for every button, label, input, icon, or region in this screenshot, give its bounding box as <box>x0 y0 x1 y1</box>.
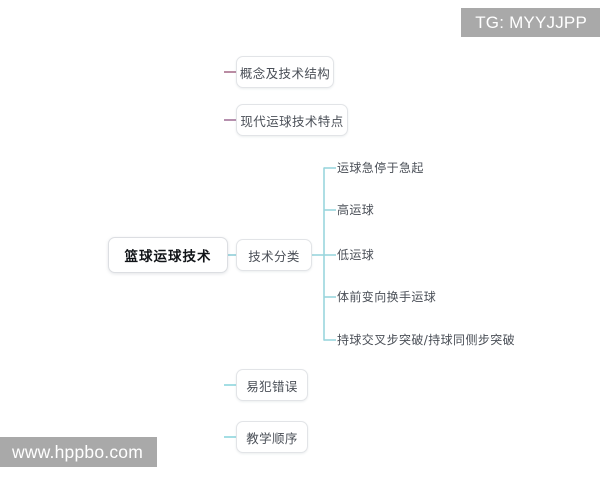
mindmap-node-technique-classification[interactable]: 技术分类 <box>236 239 312 271</box>
mindmap-leaf-label: 低运球 <box>337 248 375 262</box>
mindmap-node-modern-features[interactable]: 现代运球技术特点 <box>236 104 348 136</box>
mindmap-leaf-crossover-same-side-drive[interactable]: 持球交叉步突破/持球同侧步突破 <box>337 334 515 346</box>
mindmap-leaf-label: 高运球 <box>337 203 375 217</box>
mindmap-node-concept-structure[interactable]: 概念及技术结构 <box>236 56 334 88</box>
mindmap-root-label: 篮球运球技术 <box>124 249 212 265</box>
mindmap-leaf-label: 持球交叉步突破/持球同侧步突破 <box>337 333 516 347</box>
mindmap-node-label: 现代运球技术特点 <box>240 113 344 129</box>
mindmap-leaf-dribble-stop-start[interactable]: 运球急停于急起 <box>337 162 424 174</box>
mindmap-node-teaching-order[interactable]: 教学顺序 <box>236 421 308 453</box>
mindmap-leaf-low-dribble[interactable]: 低运球 <box>337 249 374 261</box>
mindmap-node-label: 概念及技术结构 <box>239 65 331 81</box>
mindmap-root-node[interactable]: 篮球运球技术 <box>108 237 228 273</box>
mindmap-node-common-mistakes[interactable]: 易犯错误 <box>236 369 308 401</box>
mindmap-leaf-label: 体前变向换手运球 <box>337 290 437 304</box>
mindmap-node-label: 技术分类 <box>248 248 300 264</box>
mindmap-node-label: 易犯错误 <box>246 378 298 394</box>
watermark-telegram: TG: MYYJJPP <box>461 8 600 37</box>
mindmap-leaf-crossover-dribble[interactable]: 体前变向换手运球 <box>337 291 436 303</box>
mindmap-leaf-label: 运球急停于急起 <box>337 161 424 175</box>
watermark-website-text: www.hppbo.com <box>12 441 143 462</box>
watermark-website: www.hppbo.com <box>0 437 157 467</box>
mindmap-leaf-high-dribble[interactable]: 高运球 <box>337 204 374 216</box>
mindmap-node-label: 教学顺序 <box>246 430 298 446</box>
watermark-telegram-text: TG: MYYJJPP <box>475 12 587 32</box>
